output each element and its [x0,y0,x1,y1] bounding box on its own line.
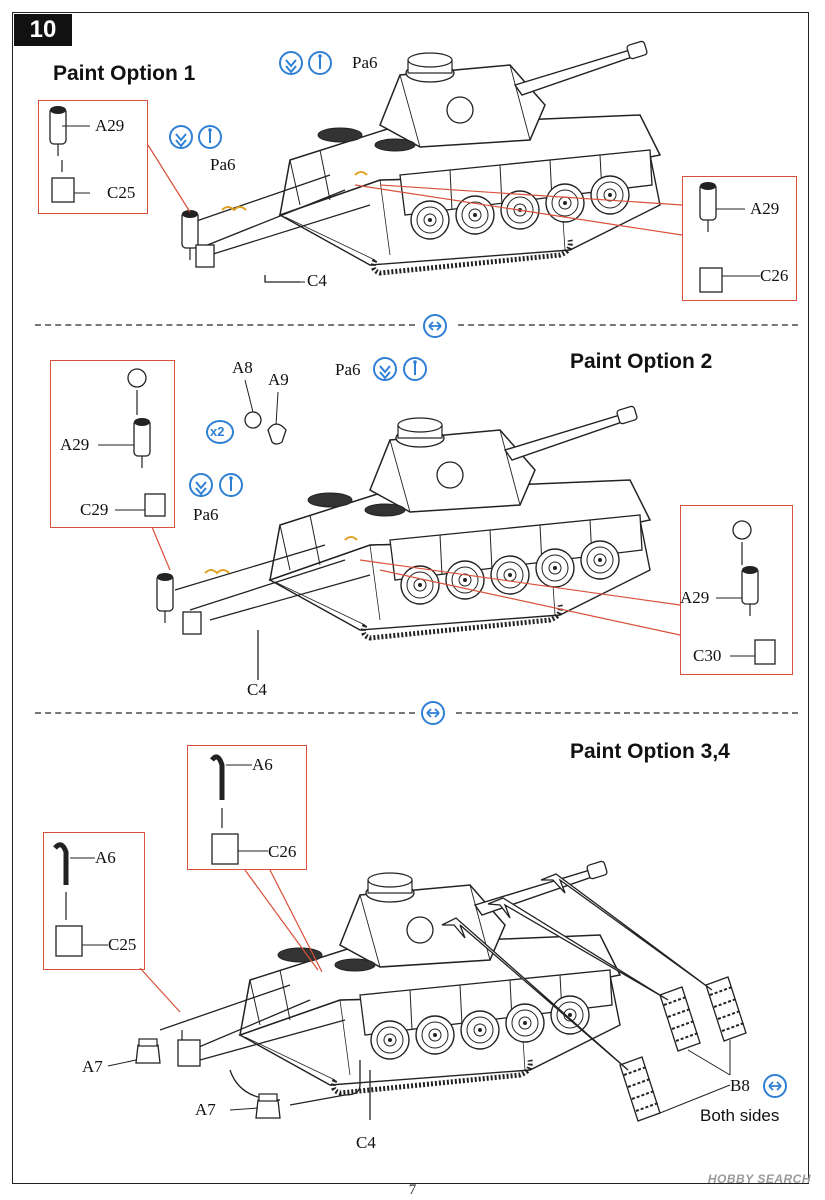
quantity-label: x2 [210,424,225,439]
spare-track-set-1 [659,986,701,1052]
rear-rails-option-1 [184,174,371,283]
part-label-c29: C29 [80,500,109,519]
part-label-a8: A8 [232,358,253,377]
section-divider [456,712,798,714]
section-divider [458,324,798,326]
part-label-c25: C25 [107,183,136,202]
info-icon [403,357,427,381]
tank-option-2 [270,406,650,638]
info-icon [308,51,332,75]
part-label-a7: A7 [195,1100,216,1119]
section-divider [35,712,415,714]
section-divider [35,324,415,326]
glue-icon [373,357,397,381]
callout-box-option-1-right [682,176,797,301]
part-label-b8: B8 [730,1076,750,1095]
part-label-a29: A29 [95,116,125,135]
flip-icon [763,1074,787,1098]
watermark: HOBBY SEARCH [707,1172,811,1186]
heading-paint-option-1: Paint Option 1 [53,62,196,85]
part-label-a9: A9 [268,370,289,389]
part-label-a29: A29 [60,435,90,454]
tank-option-3-4 [240,861,620,1093]
part-label-c4: C4 [307,271,327,290]
part-label-a29: A29 [680,588,710,607]
page-frame [12,12,809,1184]
quantity-icon [206,420,234,444]
callout-box-option-3-upper [187,745,307,870]
part-label-c26: C26 [268,842,297,861]
part-label-c4: C4 [356,1133,376,1152]
info-icon [198,125,222,149]
part-label-c25: C25 [108,935,137,954]
part-label-a6: A6 [252,755,273,774]
flip-icon [423,314,447,338]
flip-icon [421,701,445,725]
page-number: 7 [408,1182,417,1198]
heading-paint-option-3-4: Paint Option 3,4 [570,740,730,763]
step-number-badge: 10 [14,14,72,46]
both-sides-note: Both sides [700,1106,780,1125]
part-label-a29: A29 [750,199,780,218]
part-label-a7: A7 [82,1057,103,1076]
callout-box-option-2-left [50,360,175,528]
callout-box-option-2-right [680,505,793,675]
part-label-pa6: Pa6 [335,360,361,379]
part-label-c30: C30 [693,646,722,665]
glue-icon [169,125,193,149]
part-label-a6: A6 [95,848,116,867]
tank-option-1 [280,41,660,273]
callout-box-option-3-left [43,832,145,970]
part-label-c4: C4 [247,680,267,699]
glue-icon [279,51,303,75]
spare-track-set-3 [619,1056,661,1122]
part-label-pa6: Pa6 [210,155,236,174]
part-label-pa6: Pa6 [352,53,378,72]
spare-track-set-2 [705,976,747,1042]
info-icon [219,473,243,497]
part-label-c26: C26 [760,266,789,285]
part-label-pa6: Pa6 [193,505,219,524]
glue-icon [189,473,213,497]
callout-box-option-1-left [38,100,148,214]
heading-paint-option-2: Paint Option 2 [570,350,713,373]
